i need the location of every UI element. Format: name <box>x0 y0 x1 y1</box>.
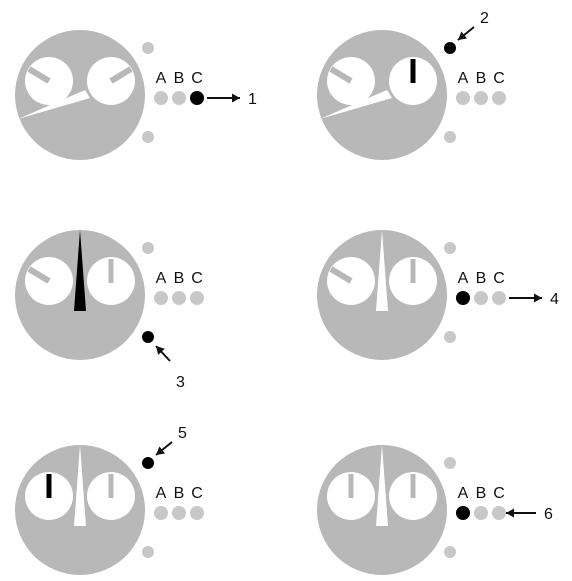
crown-label-b: B <box>174 270 185 287</box>
position-c-dot <box>190 506 204 520</box>
crown-label-b: B <box>174 485 185 502</box>
crown-label-a: A <box>458 70 469 87</box>
position-c-dot <box>492 506 506 520</box>
sweep-hand <box>74 230 86 311</box>
position-c-dot <box>492 291 506 305</box>
arrow-head <box>156 346 165 355</box>
arrow-head <box>506 508 514 518</box>
step-number: 6 <box>544 506 553 523</box>
crown-label-b: B <box>476 270 487 287</box>
top-pusher <box>142 242 154 254</box>
subdial-hand <box>329 66 353 84</box>
position-a-dot <box>456 291 470 305</box>
crown-label-a: A <box>156 270 167 287</box>
sweep-hand <box>18 90 90 119</box>
position-c-dot <box>492 91 506 105</box>
top-pusher <box>444 42 456 54</box>
bottom-pusher <box>444 131 456 143</box>
crown-label-a: A <box>458 270 469 287</box>
crown-label-a: A <box>156 70 167 87</box>
arrow-right-icon <box>509 293 542 303</box>
crown-label-c: C <box>191 485 203 502</box>
sweep-hand <box>320 90 392 119</box>
sweep-hand <box>376 445 388 526</box>
position-a-dot <box>456 91 470 105</box>
subdial-hand <box>27 66 51 84</box>
bottom-pusher <box>444 546 456 558</box>
arrow-head <box>156 446 166 455</box>
crown-label-c: C <box>493 270 505 287</box>
top-pusher <box>142 42 154 54</box>
bottom-pusher <box>142 546 154 558</box>
position-b-dot <box>474 506 488 520</box>
crown-label-a: A <box>458 485 469 502</box>
arrow-head <box>534 293 542 303</box>
top-pusher <box>142 457 154 469</box>
sweep-hand <box>74 445 86 526</box>
bottom-pusher <box>142 131 154 143</box>
position-b-dot <box>474 291 488 305</box>
position-c-dot <box>190 291 204 305</box>
crown-label-c: C <box>191 70 203 87</box>
position-b-dot <box>172 291 186 305</box>
step-number: 2 <box>480 10 489 27</box>
top-pusher <box>444 242 456 254</box>
subdial-hand <box>27 266 51 284</box>
crown-label-c: C <box>493 70 505 87</box>
arrow-down-left-icon <box>155 441 173 456</box>
crown-label-c: C <box>493 485 505 502</box>
crown-label-a: A <box>156 485 167 502</box>
arrow-head <box>458 31 468 40</box>
step-number: 4 <box>550 291 559 308</box>
step-number: 5 <box>178 425 187 442</box>
crown-label-b: B <box>476 485 487 502</box>
bottom-pusher <box>142 331 154 343</box>
arrow-head <box>232 93 240 103</box>
position-c-dot <box>190 91 204 105</box>
position-a-dot <box>154 291 168 305</box>
crown-label-c: C <box>191 270 203 287</box>
bottom-pusher <box>444 331 456 343</box>
crown-label-b: B <box>174 70 185 87</box>
position-a-dot <box>154 506 168 520</box>
arrow-left-icon <box>506 508 536 518</box>
sweep-hand <box>376 230 388 311</box>
position-a-dot <box>154 91 168 105</box>
arrow-up-left-icon <box>155 345 171 362</box>
arrow-down-left-icon <box>457 26 475 41</box>
step-number: 1 <box>248 91 257 108</box>
subdial-hand <box>329 266 353 284</box>
position-b-dot <box>172 91 186 105</box>
position-a-dot <box>456 506 470 520</box>
crown-label-b: B <box>476 70 487 87</box>
position-b-dot <box>172 506 186 520</box>
top-pusher <box>444 457 456 469</box>
subdial-hand <box>109 66 133 84</box>
position-b-dot <box>474 91 488 105</box>
arrow-right-icon <box>207 93 240 103</box>
step-number: 3 <box>176 374 185 391</box>
